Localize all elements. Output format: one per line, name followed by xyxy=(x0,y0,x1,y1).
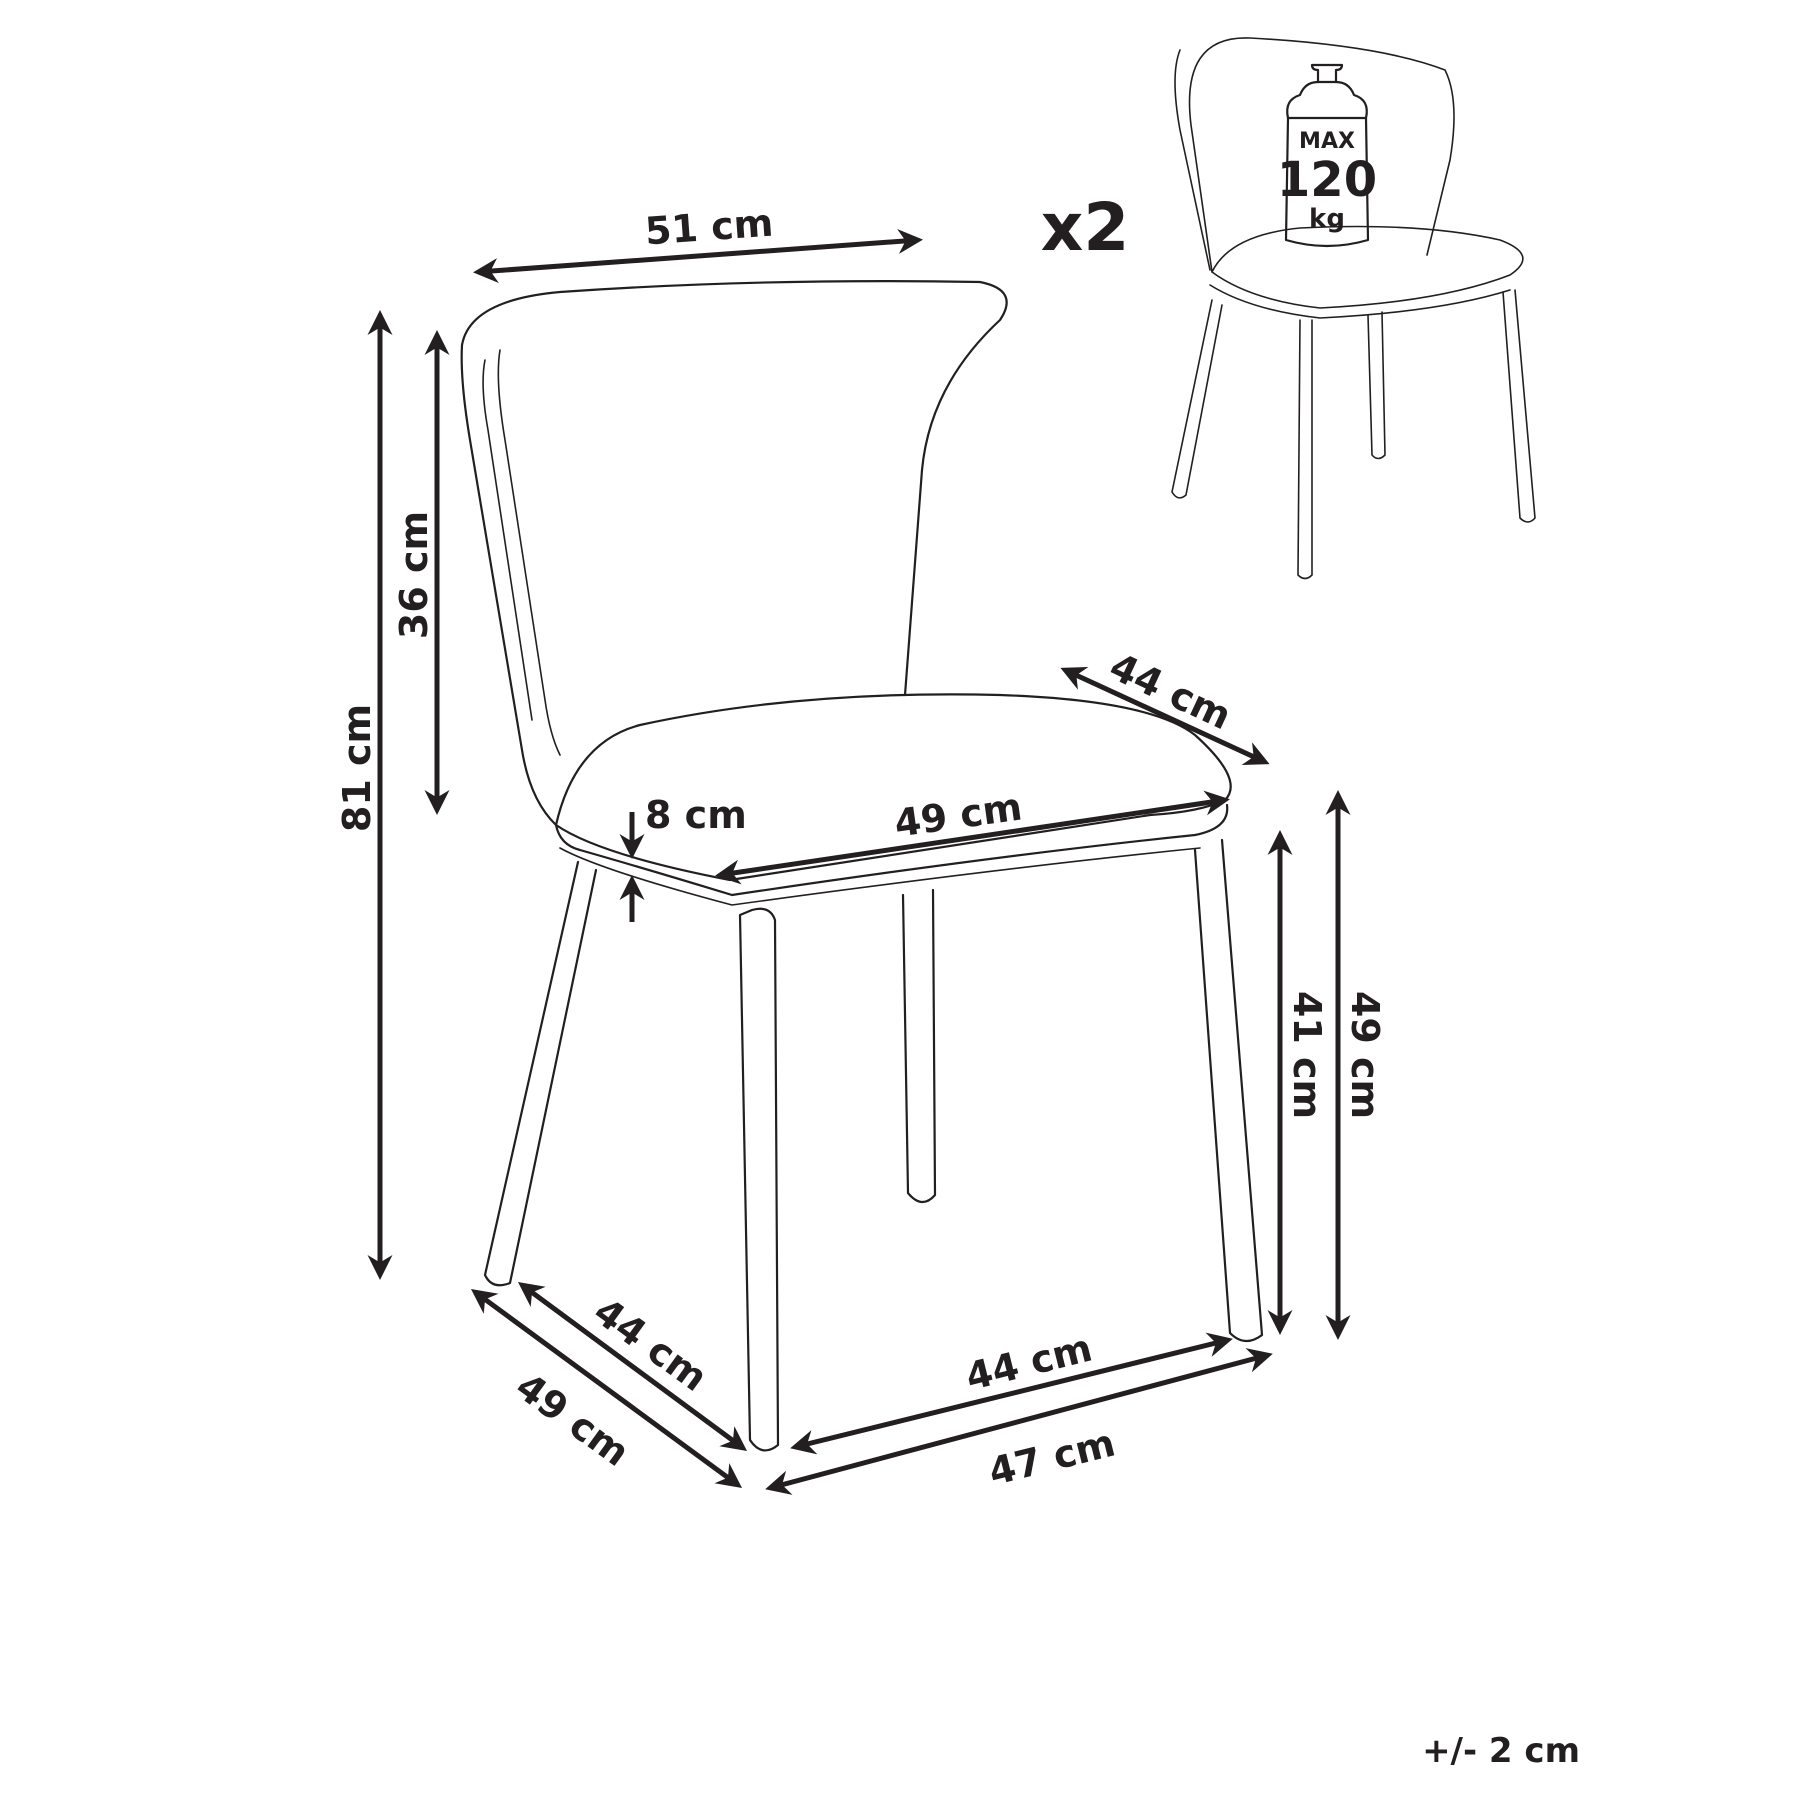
small-chair-drawing xyxy=(1171,37,1536,580)
dimension-labels: 51 cm 81 cm 36 cm 44 cm 8 cm 49 cm 41 cm… xyxy=(335,201,1387,1495)
label-total-height: 81 cm xyxy=(335,704,379,832)
main-chair-drawing xyxy=(460,280,1264,1452)
label-legs-depth-outer: 49 cm xyxy=(508,1364,638,1475)
label-seat-thickness: 8 cm xyxy=(645,793,747,837)
max-load-unit: kg xyxy=(1309,204,1345,234)
leg-front-right xyxy=(1193,838,1264,1343)
quantity-label: x2 xyxy=(1041,189,1130,266)
leg-front-left xyxy=(483,860,598,1287)
small-leg-back xyxy=(1367,311,1386,460)
small-leg-right xyxy=(1502,289,1536,523)
small-seat xyxy=(1211,225,1524,309)
weight-vase-icon xyxy=(1286,80,1368,120)
arrow-seat-depth xyxy=(1060,667,1270,765)
small-backrest-seam xyxy=(1174,49,1211,271)
tolerance-note: +/- 2 cm xyxy=(1422,1731,1580,1771)
label-seat-depth: 44 cm xyxy=(1103,644,1238,738)
arrow-back-width xyxy=(473,228,923,284)
max-load-icon: MAX 120 kg xyxy=(1277,63,1377,248)
label-backrest-height: 36 cm xyxy=(392,511,436,639)
arrow-seat-width xyxy=(715,790,1230,885)
small-backrest xyxy=(1188,37,1455,273)
small-seat-under xyxy=(1209,284,1511,319)
leg-front-center xyxy=(738,907,780,1452)
max-load-label: MAX xyxy=(1299,129,1355,154)
label-seat-top-height: 49 cm xyxy=(1343,991,1387,1119)
label-legs-width-outer: 47 cm xyxy=(984,1421,1119,1495)
small-leg-center xyxy=(1297,319,1313,580)
seat-cushion-top xyxy=(554,693,1232,882)
small-leg-left xyxy=(1171,299,1223,499)
label-seat-height-floor: 41 cm xyxy=(1285,991,1329,1119)
max-load-value: 120 xyxy=(1277,152,1377,208)
leg-back-center xyxy=(901,888,937,1204)
backrest-outline xyxy=(460,280,1008,827)
backrest-inner-seam-right xyxy=(482,359,533,721)
dimension-arrows xyxy=(367,228,1351,1495)
arrow-legs-depth-outer xyxy=(470,1289,743,1488)
arrow-legs-width-outer xyxy=(765,1348,1273,1495)
backrest-inner-seam xyxy=(497,349,561,756)
label-back-width: 51 cm xyxy=(644,201,775,254)
weight-vase-neck-icon xyxy=(1310,63,1344,84)
weight-box-icon xyxy=(1284,116,1370,248)
